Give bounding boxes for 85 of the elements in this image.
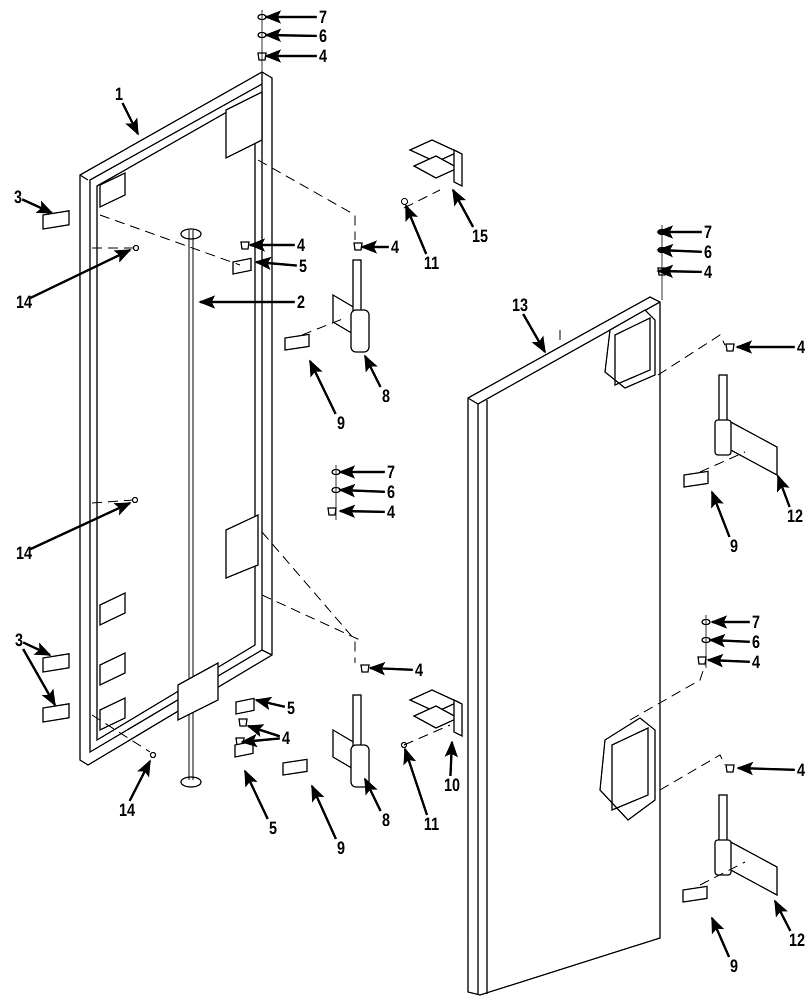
callout-number: 12: [786, 507, 804, 525]
leader-line: [364, 778, 382, 812]
callout-number: 5: [268, 819, 277, 837]
leader-line: [244, 769, 269, 820]
callout-number: 14: [16, 293, 32, 311]
callout-number: 6: [704, 243, 712, 261]
leader-line: [308, 360, 337, 415]
callout-number: 3: [14, 188, 22, 206]
leader-line: [735, 340, 795, 354]
leader-line: [121, 102, 140, 136]
callout-number: 4: [296, 236, 305, 254]
callout-number: 11: [424, 815, 440, 833]
leader-line: [30, 248, 132, 300]
leader-line: [403, 747, 428, 816]
callout-number: 14: [119, 801, 135, 819]
callout-number: 10: [444, 776, 460, 794]
callout-number: 9: [336, 414, 345, 432]
leader-line: [30, 502, 132, 550]
callout-number: 7: [318, 8, 327, 26]
callout-number: 7: [752, 613, 760, 631]
leader-line: [706, 654, 750, 668]
leader-line: [710, 916, 730, 958]
leader-line: [774, 900, 792, 932]
leader-line: [656, 244, 702, 258]
callout-number: 7: [704, 223, 712, 241]
callout-number: 8: [382, 387, 390, 405]
leader-line: [364, 354, 382, 388]
leader-line: [264, 28, 317, 42]
callout-number: 4: [318, 47, 327, 65]
screw-part: [400, 198, 408, 204]
leader-line: [452, 188, 474, 228]
leader-line: [254, 696, 286, 710]
leader-line: [710, 615, 750, 629]
leader-line: [264, 49, 317, 63]
callout-number: 11: [424, 254, 440, 272]
callout-number: 8: [382, 811, 390, 829]
leader-line: [128, 760, 152, 802]
callout-number: 6: [752, 633, 760, 651]
callout-number: 6: [318, 27, 327, 45]
leader-line: [708, 634, 750, 648]
callout-number: 4: [390, 238, 399, 256]
callout-number: 9: [336, 839, 345, 857]
leader-line: [338, 465, 385, 479]
leader-line: [404, 204, 428, 254]
callout-number: 4: [796, 338, 805, 356]
leader-line: [710, 490, 731, 538]
leader-line: [656, 225, 702, 239]
leader-line: [198, 295, 295, 309]
callout-number: 6: [386, 483, 395, 501]
callout-number: 4: [752, 653, 760, 671]
callout-number: 14: [16, 544, 32, 562]
leader-line: [656, 264, 702, 278]
callout-number: 4: [414, 661, 423, 679]
callout-number: 2: [296, 293, 305, 311]
leader-line: [248, 238, 295, 252]
callout-number: 5: [286, 699, 295, 717]
callout-number: 4: [386, 503, 395, 521]
callout-number: 1: [114, 85, 123, 103]
leader-line: [22, 198, 54, 214]
callout-number: 3: [14, 631, 23, 649]
callout-number: 4: [282, 729, 290, 747]
leader-line: [360, 240, 389, 254]
leader-line: [522, 313, 546, 354]
leader-line: [240, 734, 280, 748]
leader-line: [22, 641, 52, 656]
callout-number: 5: [298, 257, 307, 275]
callout-number: 13: [512, 296, 528, 314]
leader-line: [246, 724, 280, 738]
callout-number: 4: [796, 761, 805, 779]
leader-line: [736, 762, 795, 776]
callout-number: 9: [730, 537, 738, 555]
leader-line: [338, 504, 385, 518]
leader-line: [22, 648, 56, 706]
callout-number: 9: [730, 957, 738, 975]
leader-line: [264, 10, 317, 24]
callout-number: 15: [472, 227, 488, 245]
callout-number: 7: [386, 463, 395, 481]
callout-number: 4: [704, 263, 712, 281]
leader-line: [776, 474, 791, 508]
leader-line: [368, 662, 413, 676]
leader-line: [310, 784, 338, 840]
leader-line: [254, 256, 297, 270]
callout-number: 12: [788, 931, 806, 949]
leader-line: [444, 740, 458, 776]
leader-line: [338, 484, 385, 498]
